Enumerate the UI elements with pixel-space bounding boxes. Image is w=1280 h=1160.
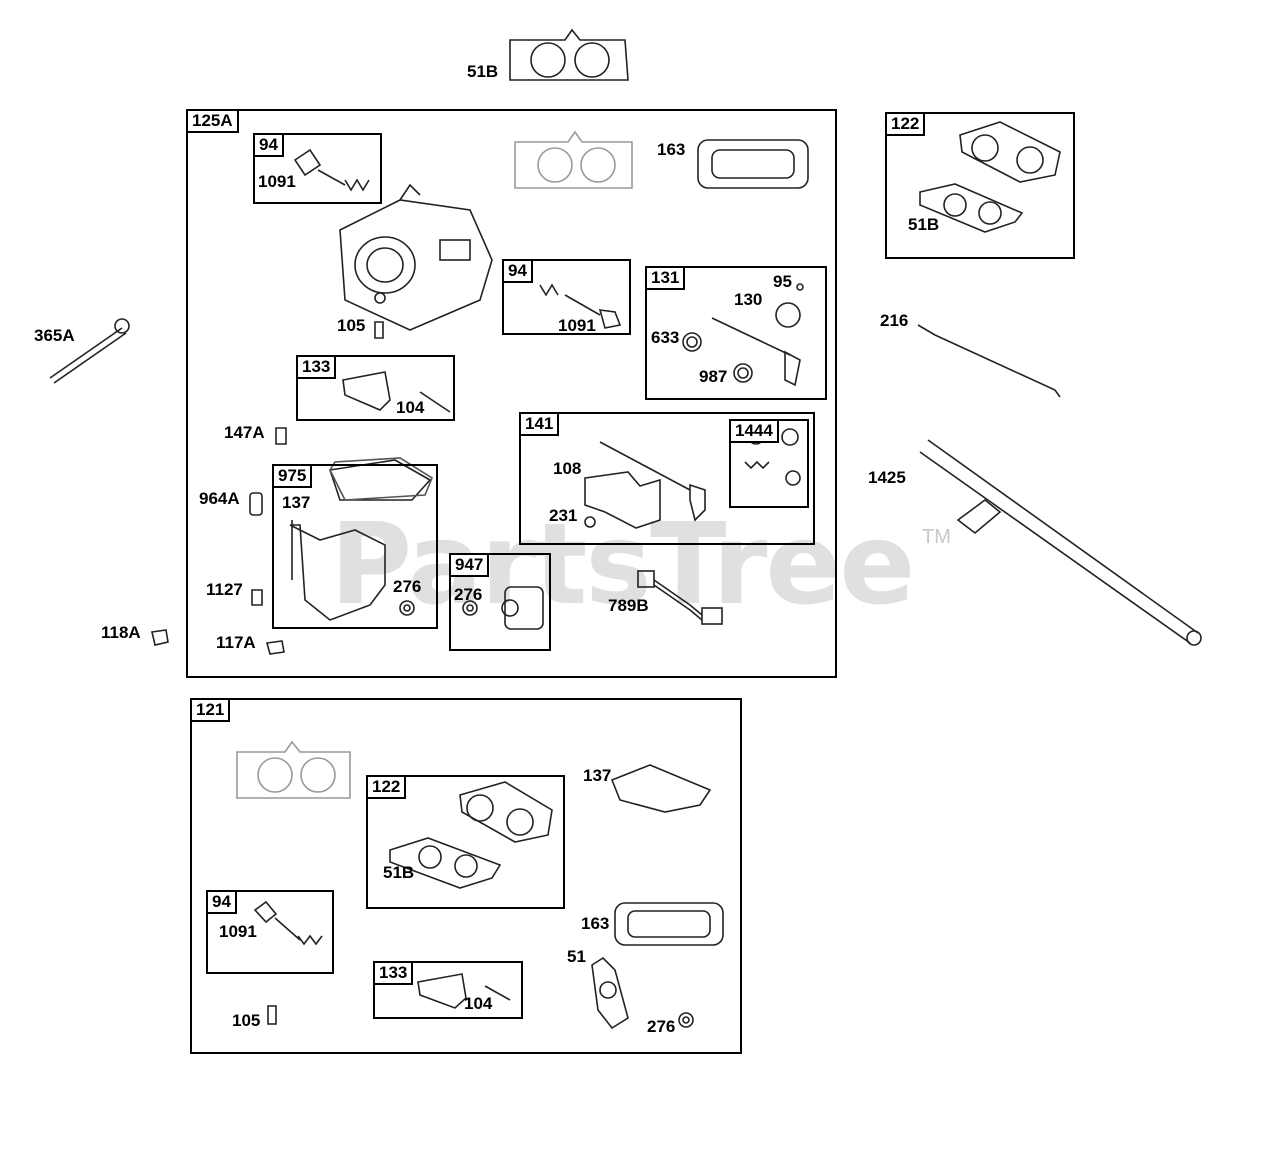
group-box-1444: 1444 [729, 419, 809, 508]
part-label-147a[interactable]: 147A [224, 423, 265, 442]
group-tag-1444: 1444 [731, 421, 779, 443]
group-tag-94-a: 94 [255, 135, 284, 157]
watermark-trademark: TM [922, 526, 951, 548]
group-tag-133-b: 133 [375, 963, 414, 985]
part-label-789b[interactable]: 789B [608, 596, 649, 615]
gasket-125a-inner [514, 130, 633, 189]
gasket-set-122-a [919, 121, 1061, 233]
jet-1091-b [539, 283, 622, 329]
part-label-51[interactable]: 51 [567, 947, 586, 966]
group-box-122-a: 122 [885, 112, 1075, 259]
group-tag-133-a: 133 [298, 357, 337, 379]
throttle-141 [584, 441, 706, 529]
part-label-137-a[interactable]: 137 [282, 493, 311, 512]
part-label-108[interactable]: 108 [553, 459, 582, 478]
gasket-163-a [697, 139, 809, 189]
group-tag-141: 141 [521, 414, 560, 436]
part-label-276-a[interactable]: 276 [393, 577, 422, 596]
bolt-365a [49, 318, 130, 384]
part-label-104-b[interactable]: 104 [464, 994, 493, 1013]
part-label-276-b[interactable]: 276 [454, 585, 483, 604]
gasket-163-b [614, 902, 724, 946]
part-label-1091-a[interactable]: 1091 [258, 172, 296, 191]
part-label-163-a[interactable]: 163 [657, 140, 686, 159]
gasket-137-b [610, 764, 712, 813]
group-box-133-b: 133 [373, 961, 523, 1019]
connector-789b [637, 570, 723, 625]
fittings [151, 321, 694, 1028]
gasket-set-122-b [389, 781, 553, 889]
group-tag-122-b: 122 [368, 777, 407, 799]
rod-216 [917, 324, 1061, 398]
group-box-947: 947 [449, 553, 551, 651]
part-label-130[interactable]: 130 [734, 290, 763, 309]
part-label-118a[interactable]: 118A [101, 623, 141, 642]
group-box-94-a: 94 [253, 133, 382, 204]
group-box-131: 131 [645, 266, 827, 400]
choke-shaft-131 [682, 283, 804, 387]
group-box-94-b: 94 [502, 259, 631, 335]
part-label-276-c[interactable]: 276 [647, 1017, 676, 1036]
part-label-105-b[interactable]: 105 [232, 1011, 261, 1030]
lever-133-a [342, 371, 451, 413]
gasket-51 [591, 956, 629, 1030]
tube-1425 [919, 439, 1202, 646]
group-tag-125a: 125A [188, 111, 239, 133]
part-label-51b-top[interactable]: 51B [467, 62, 499, 81]
group-tag-121: 121 [192, 700, 231, 722]
part-label-163-b[interactable]: 163 [581, 914, 610, 933]
group-tag-131: 131 [647, 268, 686, 290]
part-label-987[interactable]: 987 [699, 367, 728, 386]
jet-1091-a [293, 148, 370, 192]
group-tag-94-b: 94 [504, 261, 533, 283]
group-box-975: 975 [272, 464, 438, 629]
jet-1091-c [253, 900, 323, 946]
part-label-1091-b[interactable]: 1091 [558, 316, 596, 335]
part-label-964a[interactable]: 964A [199, 489, 240, 508]
group-box-94-c: 94 [206, 890, 334, 974]
float-bowl-975 [289, 459, 432, 621]
part-label-231[interactable]: 231 [549, 506, 578, 525]
group-box-141: 141 [519, 412, 815, 545]
part-label-216[interactable]: 216 [880, 311, 909, 330]
gasket-137-a [329, 457, 433, 501]
solenoid-947 [462, 586, 544, 630]
group-tag-122-a: 122 [887, 114, 926, 136]
part-label-1091-c[interactable]: 1091 [219, 922, 257, 941]
group-box-121: 121 [190, 698, 742, 1054]
part-label-633[interactable]: 633 [651, 328, 680, 347]
gasket-121-inner [236, 740, 351, 799]
carburetor-body [339, 183, 493, 331]
part-label-104-a[interactable]: 104 [396, 398, 425, 417]
gasket-51b-top [509, 28, 629, 81]
part-label-95[interactable]: 95 [773, 272, 792, 291]
lever-133-b [417, 973, 511, 1009]
part-label-51b-right[interactable]: 51B [908, 215, 940, 234]
group-tag-947: 947 [451, 555, 490, 577]
part-label-1425[interactable]: 1425 [868, 468, 906, 487]
group-box-125a: 125A [186, 109, 837, 678]
group-tag-975: 975 [274, 466, 313, 488]
part-label-137-b[interactable]: 137 [583, 766, 612, 785]
group-tag-94-c: 94 [208, 892, 237, 914]
group-box-133-a: 133 [296, 355, 455, 421]
group-box-122-b: 122 [366, 775, 565, 909]
part-label-105-a[interactable]: 105 [337, 316, 366, 335]
part-label-365a[interactable]: 365A [34, 326, 75, 345]
part-label-1127[interactable]: 1127 [206, 580, 243, 599]
part-label-51b-bottom[interactable]: 51B [383, 863, 415, 882]
part-label-117a[interactable]: 117A [216, 633, 256, 652]
